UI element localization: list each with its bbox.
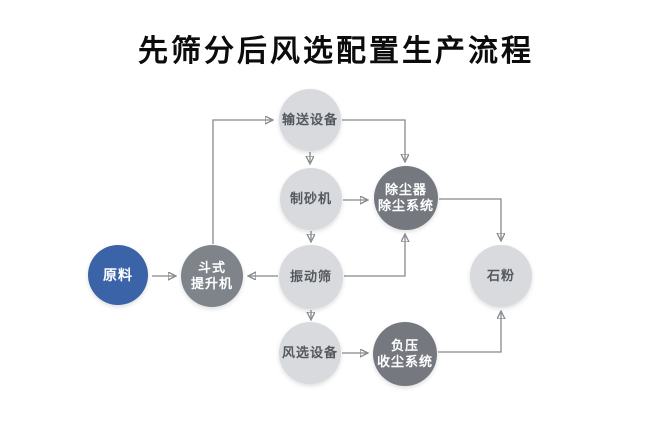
node-negative-pressure: 负压 收尘系统 bbox=[373, 322, 437, 386]
node-raw-material-label: 原料 bbox=[103, 266, 133, 283]
node-negative-pressure-label-line2: 收尘系统 bbox=[376, 354, 433, 369]
node-air-separator: 风选设备 bbox=[279, 322, 341, 384]
node-vibrating-screen-label: 振动筛 bbox=[289, 269, 332, 285]
page-title: 先筛分后风选配置生产流程 bbox=[138, 35, 534, 68]
node-conveyor: 输送设备 bbox=[279, 89, 341, 151]
node-bucket-elevator-label-line2: 提升机 bbox=[190, 276, 233, 291]
node-conveyor-label: 输送设备 bbox=[281, 112, 338, 128]
node-bucket-elevator-label-line1: 斗式 bbox=[197, 260, 226, 276]
node-dust-collector-label-line2: 除尘系统 bbox=[377, 198, 434, 213]
edge-screen-to-dust bbox=[344, 236, 405, 277]
node-stone-powder-label: 石粉 bbox=[486, 268, 515, 284]
edge-negpressure-to-stonepowder bbox=[438, 313, 501, 353]
node-bucket-elevator: 斗式 提升机 bbox=[181, 245, 243, 307]
edge-dust-to-stonepowder bbox=[439, 198, 501, 239]
node-negative-pressure-label-line1: 负压 bbox=[390, 338, 419, 354]
node-stone-powder: 石粉 bbox=[470, 245, 532, 307]
node-dust-collector: 除尘器 除尘系统 bbox=[374, 166, 438, 230]
node-air-separator-label: 风选设备 bbox=[281, 345, 338, 361]
edge-conveyor-to-dust bbox=[342, 119, 405, 160]
edge-elevator-to-conveyor bbox=[212, 120, 271, 244]
node-raw-material: 原料 bbox=[88, 245, 148, 305]
node-vibrating-screen: 振动筛 bbox=[279, 245, 343, 309]
node-dust-collector-label-line1: 除尘器 bbox=[384, 182, 427, 198]
node-sand-maker: 制砂机 bbox=[280, 168, 342, 230]
node-sand-maker-label: 制砂机 bbox=[289, 191, 332, 207]
